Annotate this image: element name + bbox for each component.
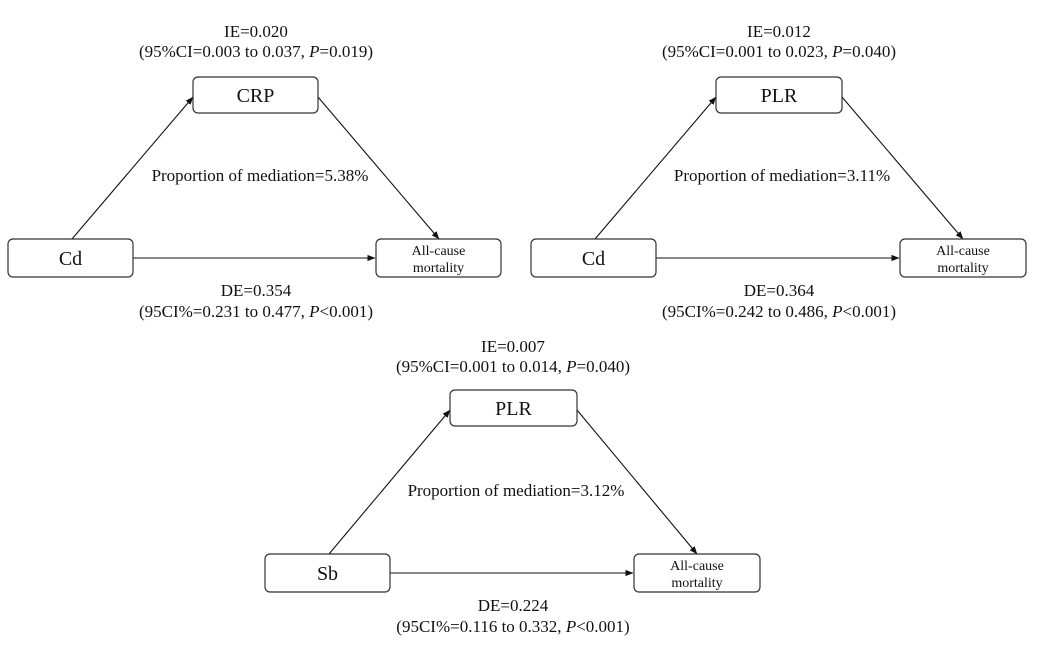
outcome-node-box [899,238,1027,278]
path-a-arrow [328,409,451,555]
exposure-node-box [530,238,657,278]
outcome-node-label-line1: All-cause [670,559,724,574]
direct-effect-label: DE=0.354 [221,281,292,300]
mediator-node-box [715,76,843,114]
mediation-diagram-2: PLR Cd All-cause mortality IE=0.012 (95%… [530,22,1027,321]
indirect-effect-label: IE=0.012 [747,22,811,41]
outcome-node-box [375,238,502,278]
mediation-diagram-3: PLR Sb All-cause mortality IE=0.007 (95%… [264,337,761,636]
indirect-effect-ci: (95%CI=0.003 to 0.037, P=0.019) [139,42,373,61]
path-b-arrow [841,96,964,240]
exposure-node-box [7,238,134,278]
direct-effect-ci: (95CI%=0.116 to 0.332, P<0.001) [396,617,629,636]
direct-effect-label: DE=0.224 [478,596,549,615]
exposure-node-label: Cd [59,248,82,270]
outcome-node-label-line2: mortality [671,576,722,591]
indirect-effect-ci: (95%CI=0.001 to 0.023, P=0.040) [662,42,896,61]
proportion-mediated-label: Proportion of mediation=3.11% [674,166,890,185]
mediator-node-box [449,389,578,427]
proportion-mediated-label: Proportion of mediation=3.12% [408,481,625,500]
path-b-arrow [576,409,698,555]
direct-effect-label: DE=0.364 [744,281,815,300]
proportion-mediated-label: Proportion of mediation=5.38% [152,166,369,185]
direct-effect-ci: (95CI%=0.231 to 0.477, P<0.001) [139,302,373,321]
outcome-node-label-line2: mortality [937,261,988,276]
indirect-effect-ci: (95%CI=0.001 to 0.014, P=0.040) [396,357,630,376]
mediator-node-box [192,76,319,114]
mediator-node-label: PLR [495,398,532,420]
path-b-arrow [317,96,440,240]
indirect-effect-label: IE=0.020 [224,22,288,41]
mediator-node-label: PLR [761,85,798,107]
mediator-node-label: CRP [237,85,275,107]
outcome-node-label-line1: All-cause [412,244,466,259]
exposure-node-box [264,553,391,593]
outcome-node-label-line1: All-cause [936,244,990,259]
indirect-effect-label: IE=0.007 [481,337,545,356]
exposure-node-label: Cd [582,248,605,270]
path-a-arrow [71,96,194,240]
direct-effect-ci: (95CI%=0.242 to 0.486, P<0.001) [662,302,896,321]
outcome-node-box [633,553,761,593]
outcome-node-label-line2: mortality [413,261,464,276]
exposure-node-label: Sb [317,563,338,585]
path-a-arrow [594,96,717,240]
mediation-diagram-1: CRP Cd All-cause mortality IE=0.020 (95%… [7,22,502,321]
